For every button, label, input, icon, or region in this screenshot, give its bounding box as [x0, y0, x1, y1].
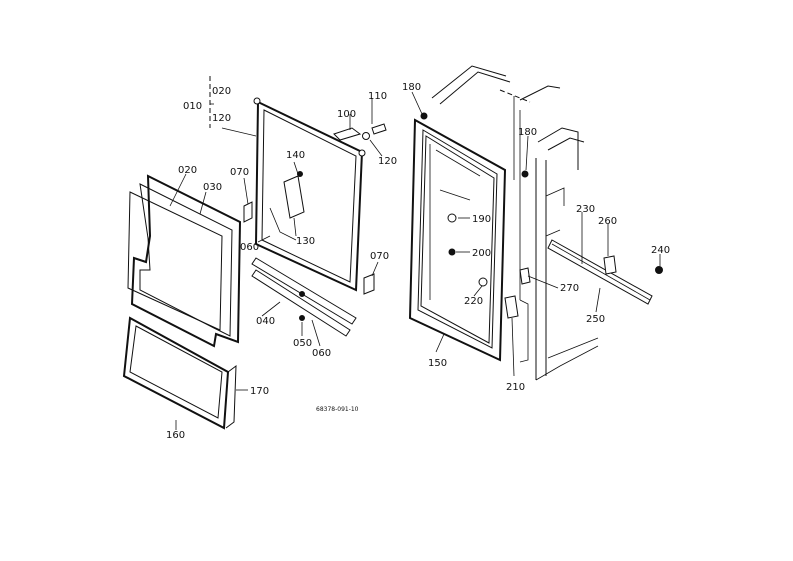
- callout-180-left: 180: [402, 82, 421, 93]
- drawing-reference-code: 68378-091-10: [316, 406, 359, 413]
- callout-180-right: 180: [518, 127, 537, 138]
- bolt-180-right-icon: [521, 170, 529, 178]
- callout-130: 130: [296, 236, 315, 247]
- door-frame-150: [408, 112, 531, 362]
- callout-060-bottom: 060: [312, 348, 331, 359]
- callout-230: 230: [576, 204, 595, 215]
- latch-270-icon: [519, 267, 531, 285]
- screw-050-icon: [299, 291, 305, 297]
- handle-100-icon: [333, 127, 362, 141]
- lower-rail-040: [251, 257, 357, 337]
- callout-070-right: 070: [370, 251, 389, 262]
- callout-190: 190: [472, 214, 491, 225]
- callout-150: 150: [428, 358, 447, 369]
- callout-100: 100: [337, 109, 356, 120]
- callout-270: 270: [560, 283, 579, 294]
- nut-120-icon: [362, 132, 370, 140]
- callout-120: 120: [378, 156, 397, 167]
- callout-220: 220: [464, 296, 483, 307]
- callout-050: 050: [293, 338, 312, 349]
- callout-110: 110: [368, 91, 387, 102]
- fastener-220-icon: [478, 277, 488, 287]
- block-070-right-icon: [363, 273, 375, 295]
- callout-260: 260: [598, 216, 617, 227]
- bracket-260-icon: [603, 255, 617, 275]
- cab-body-outline: [431, 65, 599, 381]
- callout-120-top: 120: [212, 113, 231, 124]
- leader-lines: [169, 91, 661, 430]
- callout-170: 170: [250, 386, 269, 397]
- rail-250: [547, 239, 663, 305]
- bolt-180-left-icon: [420, 112, 428, 120]
- callout-020-top: 020: [212, 86, 231, 97]
- callout-040: 040: [256, 316, 275, 327]
- callout-030: 030: [203, 182, 222, 193]
- callout-140: 140: [286, 150, 305, 161]
- fastener-200-icon: [448, 248, 456, 256]
- hinge-210-icon: [504, 295, 519, 319]
- window-frame-middle: [253, 97, 387, 295]
- seal-160: [122, 316, 237, 430]
- callout-070-left: 070: [230, 167, 249, 178]
- callout-020: 020: [178, 165, 197, 176]
- fastener-190-icon: [447, 213, 457, 223]
- callout-010: 010: [183, 101, 202, 112]
- callout-200: 200: [472, 248, 491, 259]
- callout-240: 240: [651, 245, 670, 256]
- bolt-110-icon: [371, 123, 387, 135]
- bolt-240-icon: [655, 266, 663, 274]
- callout-210: 210: [506, 382, 525, 393]
- callout-250: 250: [586, 314, 605, 325]
- block-070-left-icon: [243, 201, 253, 223]
- glass-pane-020: [127, 174, 242, 348]
- callout-060-left: 060: [240, 242, 259, 253]
- part-callouts: 020 010 120 020 030 070 060 140 130 100 …: [166, 82, 670, 441]
- screw-140-icon: [297, 171, 303, 177]
- latch-130-icon: [283, 175, 305, 219]
- callout-160: 160: [166, 430, 185, 441]
